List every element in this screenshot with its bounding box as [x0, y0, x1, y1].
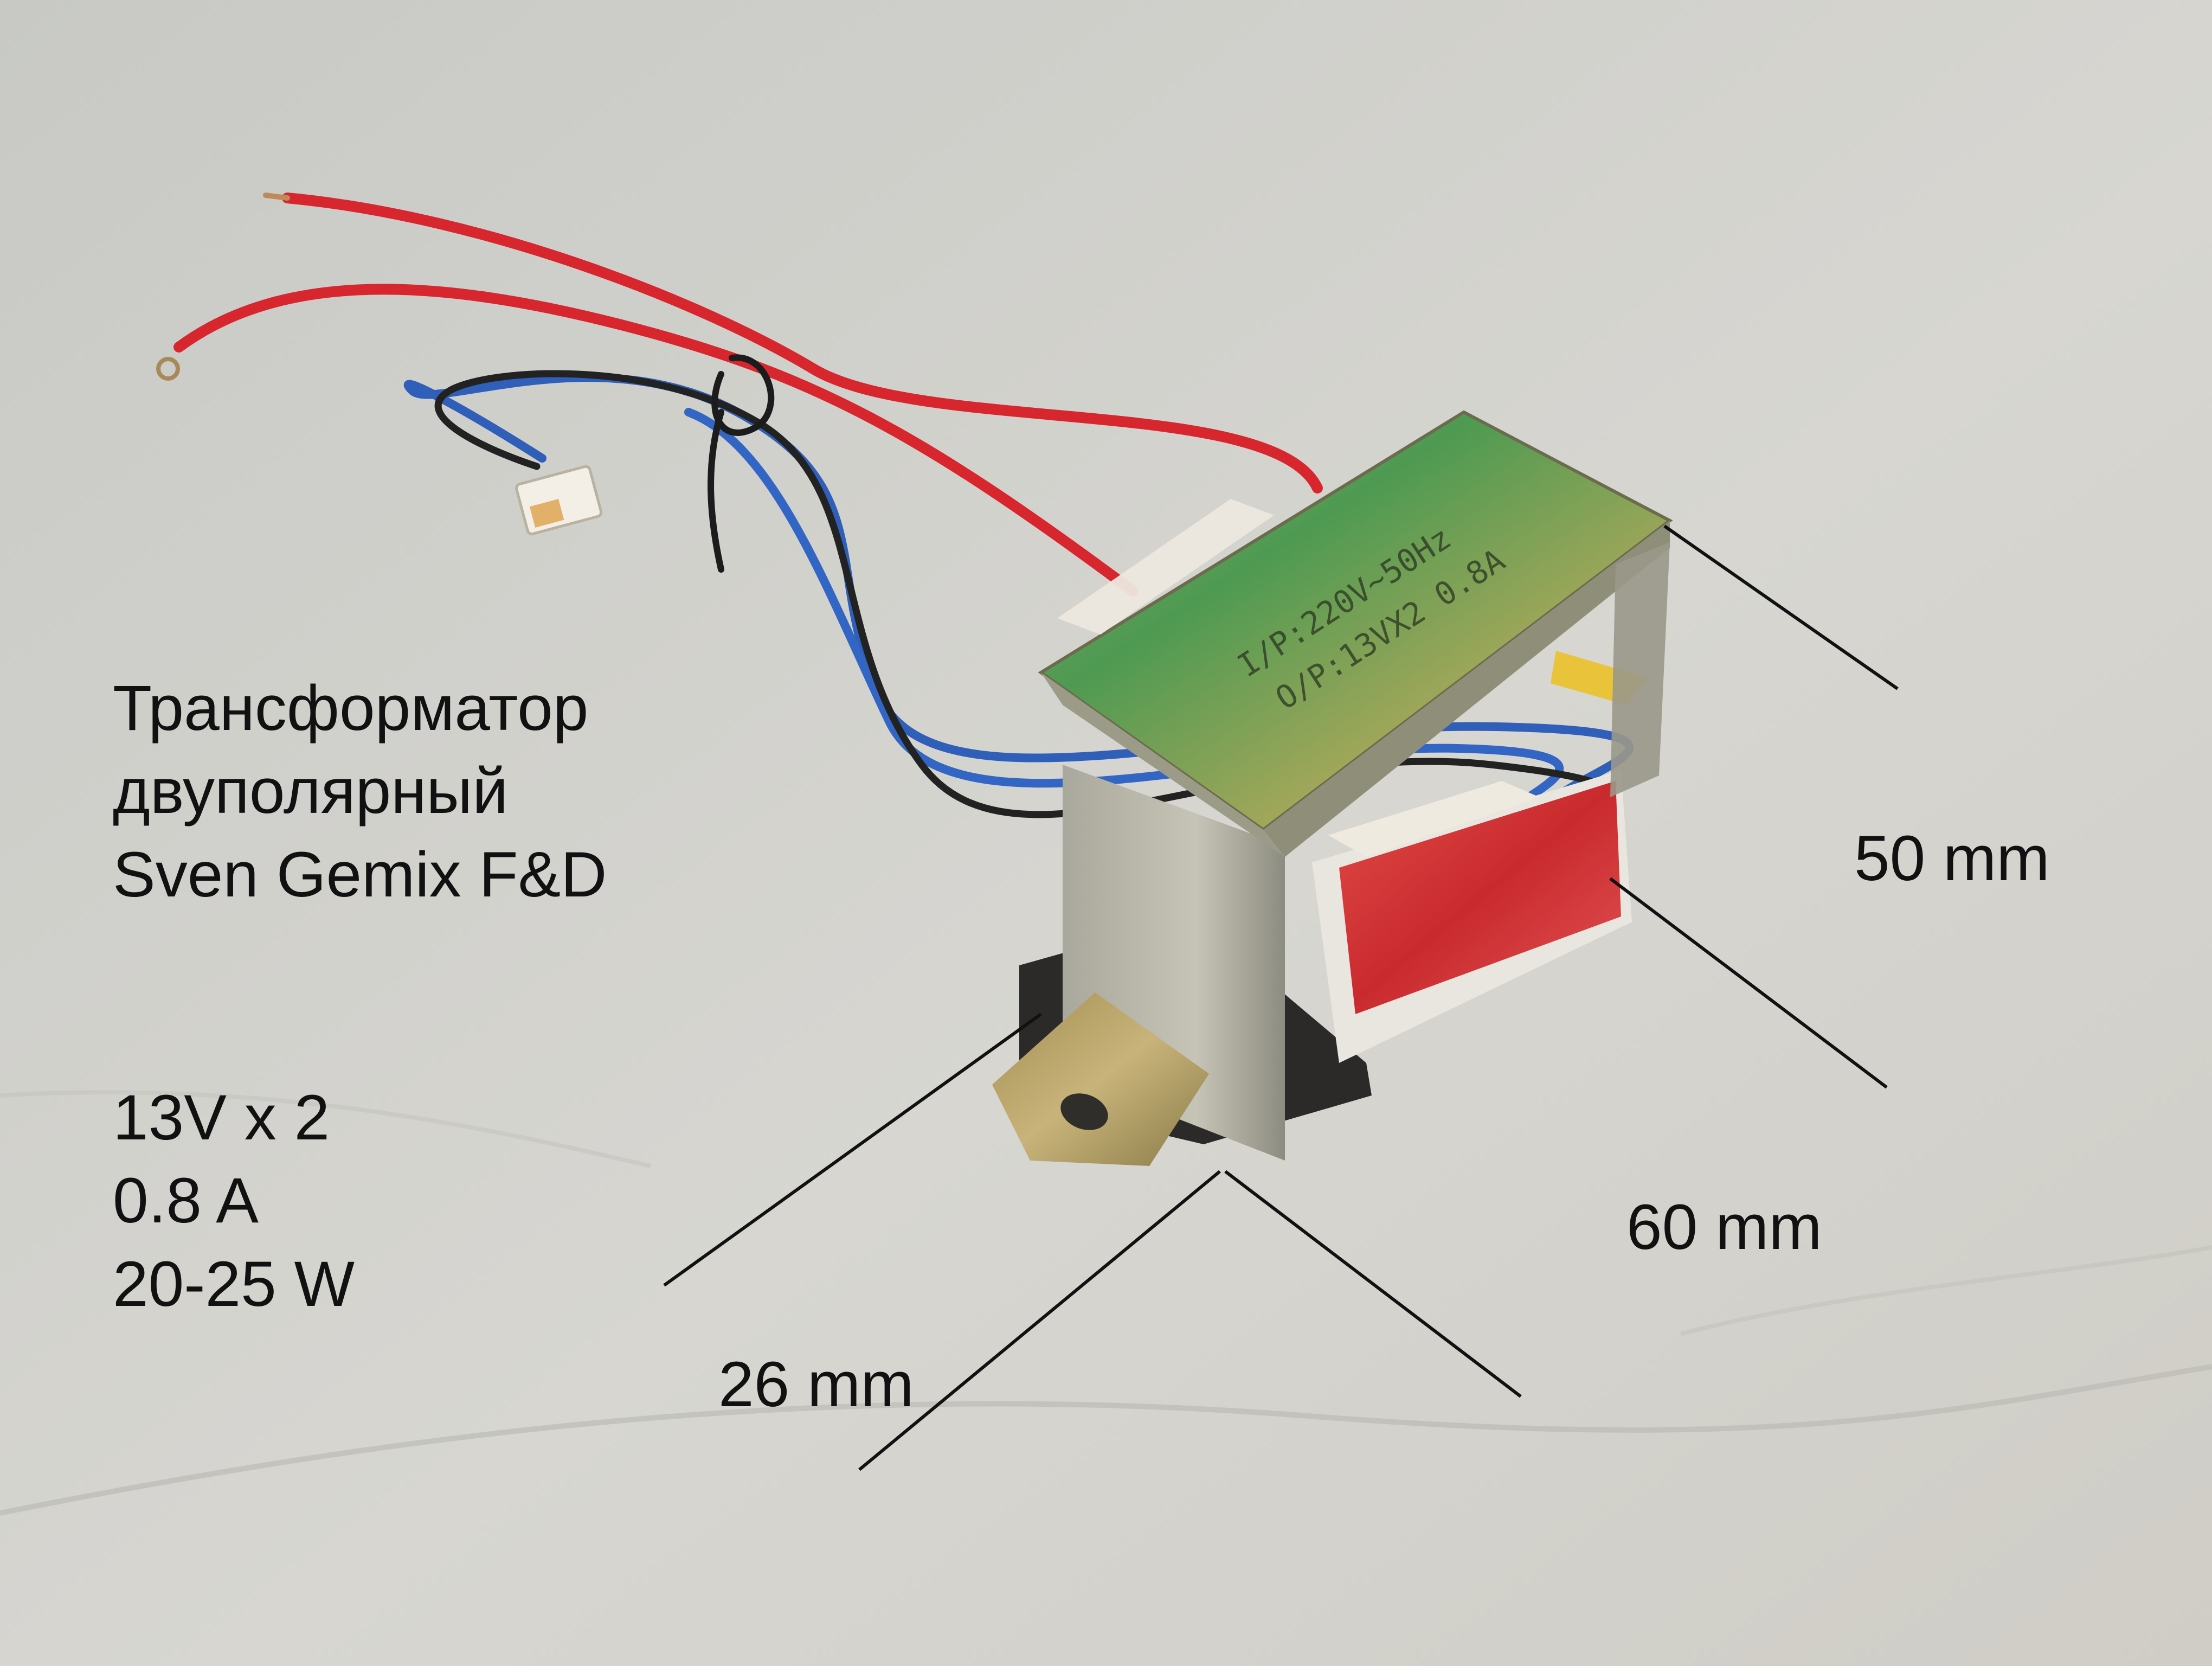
nameplate-edge	[1041, 672, 1285, 857]
wire-tip	[263, 193, 290, 201]
wire-tip	[156, 357, 180, 381]
spec-current: 0.8 A	[113, 1165, 259, 1237]
dimension-line-height	[1663, 524, 1899, 690]
red-wire	[282, 193, 1323, 494]
spec-voltage: 13V x 2	[113, 1082, 330, 1154]
coil-bobbin	[1328, 781, 1540, 857]
red-wire	[173, 284, 1139, 597]
connector-latch	[529, 499, 564, 528]
twist-tie	[708, 354, 775, 573]
title-line-3: Sven Gemix F&D	[113, 838, 607, 911]
dimension-length-label: 60 mm	[1626, 1191, 1822, 1263]
mounting-hole	[1060, 1093, 1108, 1130]
transformer-specs: 13V x 2 0.8 A 20-25 W	[113, 1077, 355, 1326]
cloth-fold	[0, 1090, 651, 1168]
spec-power: 20-25 W	[113, 1248, 355, 1320]
mounting-tab	[992, 992, 1209, 1166]
dimension-height-label: 50 mm	[1854, 823, 2050, 894]
dimension-line-length	[1609, 877, 1888, 1089]
cloth-fold	[0, 1364, 2212, 1516]
dimension-line-length	[1224, 1170, 1522, 1398]
dimension-line-width	[663, 1013, 1042, 1287]
cloth-fold	[1680, 1245, 2212, 1336]
dimension-width-label: 26 mm	[718, 1349, 914, 1420]
transformer-title: Трансформатор двуполярный Sven Gemix F&D	[113, 667, 607, 917]
blue-wire	[684, 408, 1564, 834]
dimension-line-width	[858, 1170, 1221, 1471]
red-winding	[1339, 781, 1621, 1014]
title-line-2: двуполярный	[113, 755, 509, 828]
bobbin-top	[1057, 499, 1274, 635]
nameplate-edge	[1263, 521, 1670, 857]
title-line-1: Трансформатор	[113, 672, 589, 744]
lamination-stack	[1610, 542, 1670, 797]
